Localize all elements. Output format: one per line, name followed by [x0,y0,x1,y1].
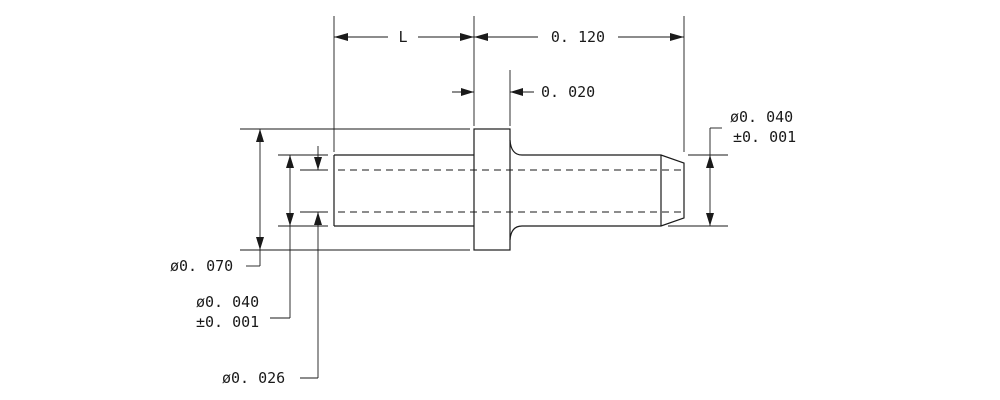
bore-hidden-lines [338,169,682,213]
extension-lines [240,16,728,251]
dimension-length: L [334,28,474,46]
length-label: L [398,28,407,46]
body-tolerance-label: ±0. 001 [196,313,259,331]
tip-diameter-label: ø0. 040 [730,108,793,126]
dimension-flange-diameter: ø0. 070 [170,129,264,275]
tip-tolerance-label: ±0. 001 [733,128,796,146]
body-diameter-label: ø0. 040 [196,293,259,311]
flange-thickness-label: 0. 020 [541,83,595,101]
flange-diameter-label: ø0. 070 [170,257,233,275]
overall-length-label: 0. 120 [551,28,605,46]
dimension-body-diameter: ø0. 040 ±0. 001 [196,155,294,331]
dimension-tip-diameter: ø0. 040 ±0. 001 [706,108,796,226]
dimension-flange-thickness: 0. 020 [452,83,595,101]
dimension-overall-length: 0. 120 [474,28,684,46]
pin-body [333,128,685,251]
dimension-bore-diameter: ø0. 026 [222,146,322,387]
bore-diameter-label: ø0. 026 [222,369,285,387]
